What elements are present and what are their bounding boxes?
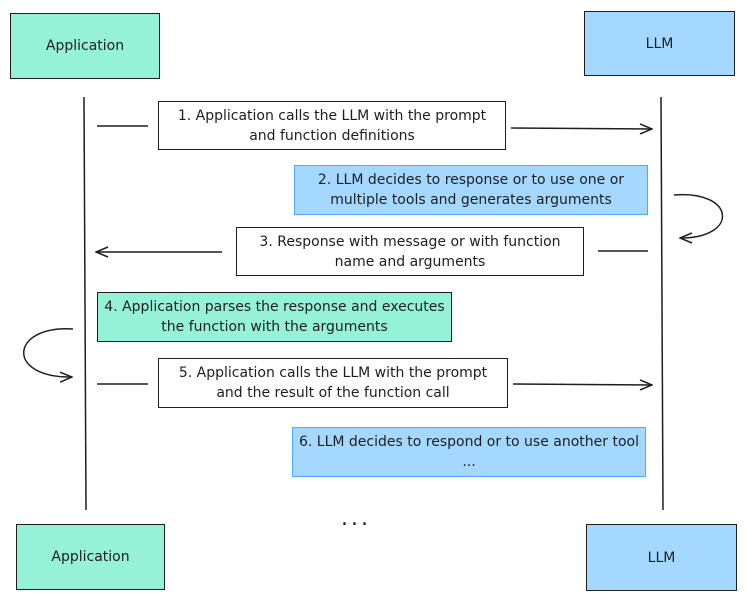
step-text: 1. Application calls the LLM with the pr… [177,107,487,144]
step5-arrow [512,384,652,385]
step1-arrow [510,128,652,129]
step2-self-loop [673,193,724,238]
step-text: 3. Response with message or with functio… [259,233,561,270]
actor-label: LLM [645,35,674,52]
actor-llm-bottom: LLM [586,524,737,591]
step-1-message: 1. Application calls the LLM with the pr… [158,101,506,150]
actor-label: Application [51,549,130,565]
step-text: 5. Application calls the LLM with the pr… [178,365,488,401]
actor-application-top: Application [10,13,160,79]
actor-application-bottom: Application [16,524,165,590]
step-4-note: 4. Application parses the response and e… [97,292,452,342]
step-5-message: 5. Application calls the LLM with the pr… [158,358,508,408]
actor-llm-top: LLM [584,11,735,76]
step-text: 2. LLM decides to response or to use one… [317,172,625,208]
actor-label: LLM [647,549,676,566]
step-text: 4. Application parses the response and e… [104,299,445,335]
step-text: 6. LLM decides to respond or to use anot… [298,434,639,470]
step-6-note: 6. LLM decides to respond or to use anot… [292,427,646,477]
application-lifeline [83,96,87,511]
llm-lifeline [660,96,664,511]
continuation-ellipsis: ... [341,506,371,531]
step4-self-loop [23,328,73,377]
step-3-message: 3. Response with message or with functio… [236,227,584,276]
actor-label: Application [45,38,125,54]
step-2-note: 2. LLM decides to response or to use one… [294,165,648,215]
